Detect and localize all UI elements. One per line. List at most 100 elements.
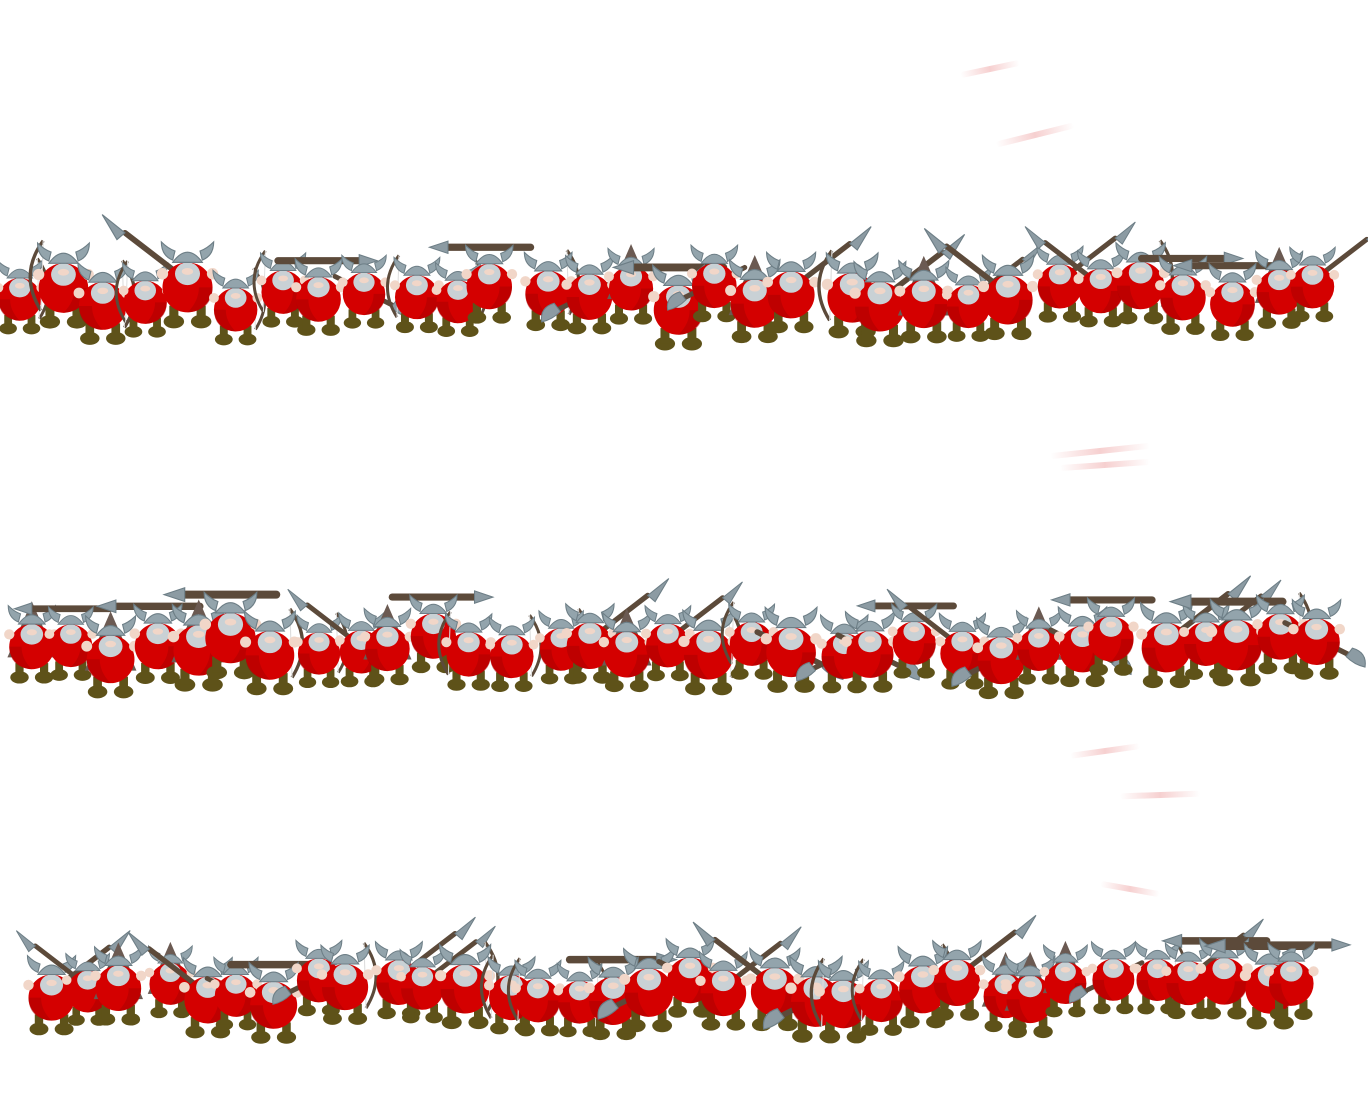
boot [540,1024,559,1037]
dwarf-warrior [293,612,349,689]
helmet-icon [47,252,80,264]
dwarf-warrior [1247,938,1352,1021]
boot [425,1011,443,1024]
dwarf-warrior [762,226,872,334]
helmet-icon [855,620,885,632]
helmet-icon [992,264,1024,276]
helmet-icon [17,614,47,625]
dwarf-warrior [427,240,535,324]
helmet-icon [662,274,695,286]
helmet-icon [575,612,605,624]
hammer-icon [1171,258,1277,273]
boot [567,671,587,684]
boot [490,1022,509,1035]
boot [526,318,546,332]
helmet-icon [1052,953,1079,963]
boot [441,1015,462,1030]
dwarf-warrior [90,942,147,1026]
helmet-icon [1218,272,1247,283]
boot [1045,1005,1063,1018]
boot [471,678,490,691]
dwarf-warrior [849,233,966,348]
dwarf-warrior [894,255,954,344]
boot [625,1019,646,1033]
boot [1201,1006,1221,1020]
boot [402,1011,420,1024]
boot [54,1022,74,1036]
helmet-icon [566,971,594,982]
helmet-icon [408,957,437,968]
helmet-icon [258,971,289,983]
helmet-icon [907,955,938,967]
dwarf-warrior [1068,940,1145,1015]
dwarf-warrior [240,607,305,696]
dwarf-warrior [1001,951,1060,1039]
hammer-icon [1049,593,1156,607]
helmet-icon [143,613,173,624]
dwarf-warrior [598,608,655,693]
helmet-icon [1264,259,1294,271]
boot [238,1018,257,1031]
boot [540,672,559,685]
helmet-icon [171,251,204,263]
dwarf-warrior [4,601,60,684]
boot [1118,311,1138,325]
helmet-icon [330,954,360,965]
boot [437,325,456,337]
helmet-icon [1150,612,1183,624]
boot [551,318,570,332]
dwarf-warrior [1111,239,1174,325]
helmet-icon [867,969,895,980]
hammer-icon [388,590,495,604]
helmet-icon [692,619,725,631]
helmet-icon [419,603,448,615]
helmet-icon [1298,255,1327,266]
helmet-icon [759,957,791,969]
helmet-icon [221,278,250,289]
boot [1093,1002,1111,1015]
dwarf-warrior [101,214,219,329]
helmet-icon [1096,606,1126,617]
helmet-icon [347,621,376,631]
dwarf-warrior [1160,933,1271,1020]
helmet-icon [1086,259,1115,270]
helmet-icon [1301,608,1332,620]
boot [1186,322,1205,335]
helmet-icon [305,623,333,633]
dwarf-warrior [23,930,131,1036]
dwarf-warrior [928,914,1037,1021]
dwarf-warrior [855,599,957,679]
boot [1257,316,1277,329]
helmet-icon [373,616,402,628]
helmet-icon [776,261,807,272]
boot [846,1030,867,1044]
helmet-icon [498,625,526,636]
helmet-icon [74,961,101,972]
boot [1319,667,1339,680]
helmet-icon [942,949,972,961]
helmet-icon [708,960,738,971]
helmet-icon [948,621,977,632]
boot [726,1018,746,1031]
boot [984,326,1005,341]
helmet-icon [737,612,766,623]
boot [121,1013,141,1026]
boot [286,315,304,328]
boot [654,337,676,351]
boot [113,685,134,699]
helmet-icon [95,625,126,636]
dwarf-warrior [520,249,581,332]
boot [460,325,479,337]
dwarf-warrior [1048,605,1132,688]
boot [190,314,212,329]
boot [96,1013,116,1026]
boot [468,1015,489,1030]
helmet-icon [254,620,286,632]
dwarf-warrior [641,581,743,682]
dwarf-warrior [114,260,172,338]
boot [321,323,340,336]
boot [900,330,921,344]
helmet-icon [653,614,682,625]
boot [34,671,54,684]
